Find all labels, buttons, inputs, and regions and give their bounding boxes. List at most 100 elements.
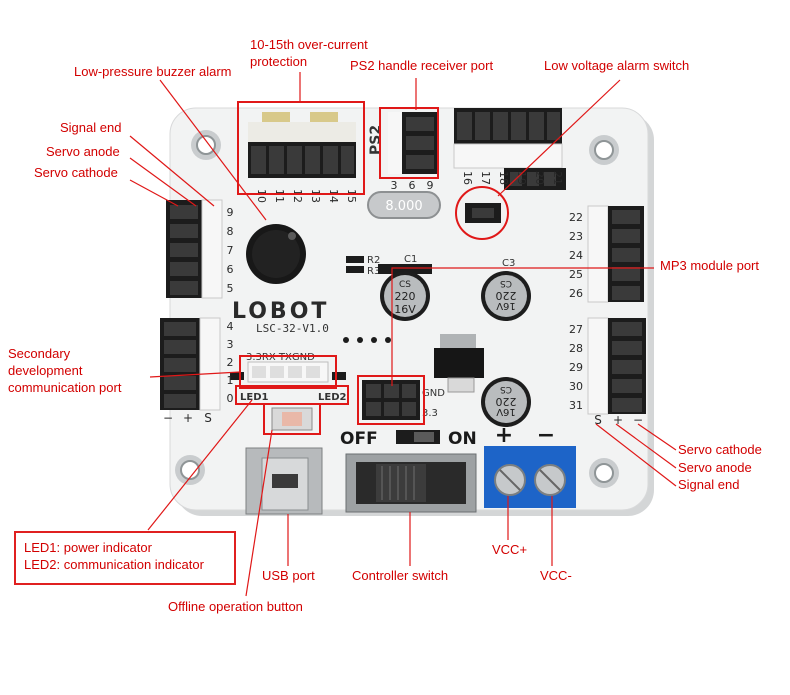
mp3-module-header <box>362 380 420 420</box>
low-voltage-label: Low voltage alarm switch <box>544 58 690 73</box>
pin-sign-left: + <box>183 411 193 425</box>
pin-number-right: 25 <box>569 268 583 281</box>
on-label: ON <box>448 429 477 449</box>
led-indicator-box: LED1: power indicator LED2: communicatio… <box>14 531 236 585</box>
controller-switch-label: Controller switch <box>352 568 449 583</box>
off-label: OFF <box>340 429 378 449</box>
pin-number-right: 30 <box>569 380 583 393</box>
led1-label: LED1: power indicator <box>24 540 152 555</box>
mounting-hole <box>175 455 205 485</box>
gnd-silk: GND <box>422 388 445 399</box>
pin-number-top-left: 13 <box>309 189 322 203</box>
pin-sign-right: + <box>613 413 623 427</box>
mounting-hole <box>589 135 619 165</box>
led2-silk: LED2 <box>318 392 347 403</box>
secondary-label: Secondary development communication port <box>8 346 122 395</box>
crystal <box>367 191 441 219</box>
usb-label: USB port <box>262 568 315 583</box>
signal-end-left-label: Signal end <box>60 120 122 135</box>
usb-connector <box>245 447 323 515</box>
mp3-highlight <box>357 375 425 425</box>
offline-button-part <box>271 407 313 431</box>
top-servo-header-right <box>453 108 563 169</box>
pin-number-left: 5 <box>227 282 234 295</box>
offline-button-label: Offline operation button <box>168 599 303 614</box>
overcurrent-highlight <box>237 101 365 195</box>
left-servo-header-lower <box>160 317 221 411</box>
power-terminal <box>484 446 576 508</box>
pin-number-right: 27 <box>569 323 583 336</box>
pin-number-left: 6 <box>227 263 234 276</box>
c1-label: C1 <box>404 254 417 265</box>
pin-number-ps2: 9 <box>427 179 434 192</box>
pin-sign-right: − <box>633 413 643 427</box>
svg-text:16V: 16V <box>496 406 516 417</box>
svg-text:CS: CS <box>399 280 411 290</box>
pin-number-ps2: 3 <box>391 179 398 192</box>
ps2-silkscreen: PS2 <box>368 125 384 155</box>
pin-sign-right: S <box>594 413 602 427</box>
pin-number-top-right: 21 <box>551 171 564 185</box>
ps2-port <box>388 112 438 174</box>
r3-label: R3 <box>367 266 380 277</box>
mounting-hole <box>191 130 221 160</box>
svg-text:CS: CS <box>500 278 512 288</box>
servo-cathode-right-label: Servo cathode <box>678 442 762 457</box>
overcurrent-label: 10-15th over-current protection <box>250 37 368 69</box>
top-servo-header-left <box>248 112 356 178</box>
pin-number-right: 28 <box>569 342 583 355</box>
mp3-label: MP3 module port <box>660 258 759 273</box>
vcc-minus-label: VCC- <box>540 568 572 583</box>
pin-number-left: 0 <box>227 392 234 405</box>
pin-number-top-left: 15 <box>345 189 358 203</box>
c3-label: C3 <box>502 258 515 269</box>
servo-anode-left-label: Servo anode <box>46 144 120 159</box>
ps2-label: PS2 handle receiver port <box>350 58 494 73</box>
servo-cathode-left-label: Servo cathode <box>34 165 118 180</box>
pin-sign-left: S <box>204 411 212 425</box>
r2-label: R2 <box>367 255 380 266</box>
svg-text:220: 220 <box>496 289 517 302</box>
ps2-highlight <box>379 107 439 179</box>
pin-number-top-right: 16 <box>461 171 474 185</box>
mounting-hole <box>589 458 619 488</box>
pin-number-left: 4 <box>227 320 234 333</box>
pin-number-left: 9 <box>227 206 234 219</box>
dev-header-silk: 3.3RX TXGND <box>246 352 315 363</box>
model-label: LSC-32-V1.0 <box>256 322 329 335</box>
svg-text:CS: CS <box>500 384 512 394</box>
led2-label: LED2: communication indicator <box>24 557 204 572</box>
vcc-plus-label: VCC+ <box>492 542 528 557</box>
svg-text:16V: 16V <box>496 300 516 311</box>
pin-number-right: 23 <box>569 230 583 243</box>
pin-number-left: 3 <box>227 338 234 351</box>
secondary-dev-header <box>247 361 329 383</box>
voltage-regulator <box>434 334 484 393</box>
left-servo-header-upper <box>166 199 223 299</box>
svg-text:220: 220 <box>496 395 517 408</box>
pin-number-top-left: 11 <box>273 189 286 203</box>
servo-anode-right-label: Servo anode <box>678 460 752 475</box>
pin-number-top-left: 10 <box>255 189 268 203</box>
pin-number-right: 22 <box>569 211 583 224</box>
signal-end-right-label: Signal end <box>678 477 740 492</box>
buzzer-label: Low-pressure buzzer alarm <box>74 64 232 79</box>
pin-number-top-left: 14 <box>327 189 340 203</box>
offline-highlight <box>263 403 321 435</box>
pin-number-top-right: 17 <box>479 171 492 185</box>
pin-sign-left: − <box>163 411 173 425</box>
right-servo-header-upper <box>587 205 644 303</box>
terminal-minus: − <box>537 423 555 448</box>
pin-number-left: 7 <box>227 244 234 257</box>
controller-switch-part <box>345 453 477 513</box>
brand-logo: LOBOT <box>232 299 329 324</box>
pin-number-top-right: 19 <box>515 171 528 185</box>
pin-number-top-right: 20 <box>533 171 546 185</box>
low-voltage-highlight <box>455 186 509 240</box>
svg-text:16V: 16V <box>394 303 416 316</box>
pin-number-top-left: 12 <box>291 189 304 203</box>
capacitor-c2: 16V 220 CS <box>481 377 531 427</box>
pin-number-ps2: 6 <box>409 179 416 192</box>
